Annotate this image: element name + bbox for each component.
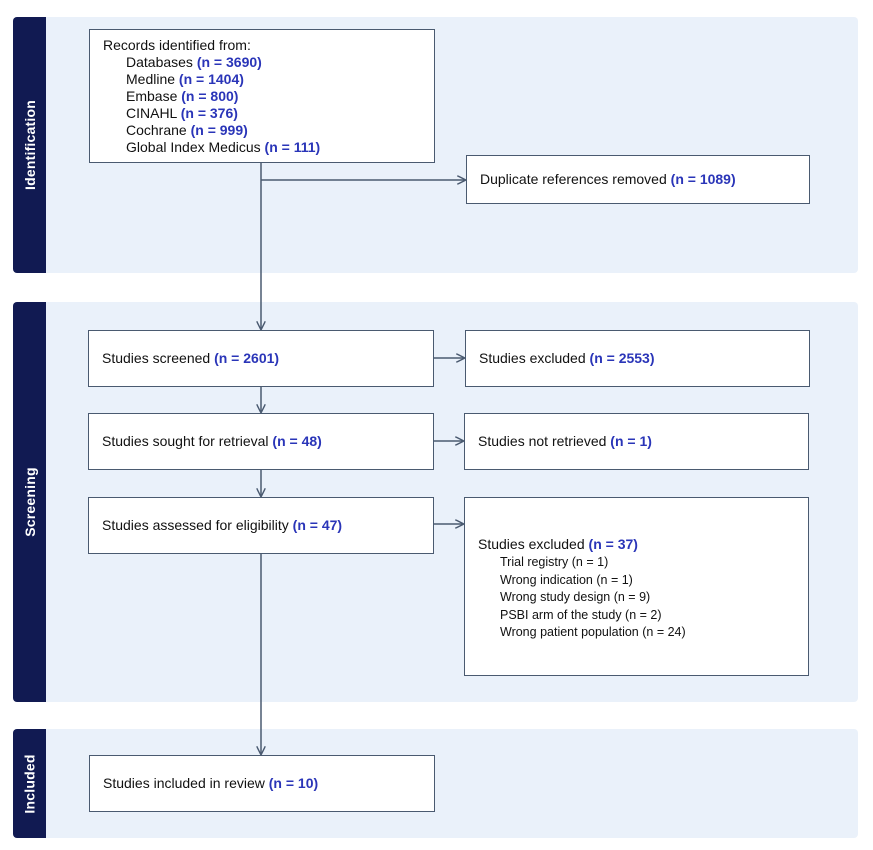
screen-excluded-count: (n = 2553) bbox=[589, 350, 655, 366]
record-source-label: Cochrane bbox=[126, 122, 187, 138]
assessed-label: Studies assessed for eligibility bbox=[102, 517, 289, 533]
record-source-item: Medline (n = 1404) bbox=[126, 71, 434, 88]
record-source-label: Embase bbox=[126, 88, 178, 104]
records-identified-box: Records identified from: Databases (n = … bbox=[89, 29, 435, 163]
record-source-label: Databases bbox=[126, 54, 193, 70]
eligibility-excluded-label: Studies excluded bbox=[478, 536, 585, 552]
record-source-item: Cochrane (n = 999) bbox=[126, 122, 434, 139]
record-source-label: Global Index Medicus bbox=[126, 139, 261, 155]
record-source-item: Databases (n = 3690) bbox=[126, 54, 434, 71]
record-source-label: CINAHL bbox=[126, 105, 177, 121]
record-source-count: (n = 376) bbox=[180, 105, 238, 121]
screening-phase-label: Screening bbox=[13, 302, 46, 702]
duplicates-label: Duplicate references removed bbox=[480, 171, 667, 187]
screened-count: (n = 2601) bbox=[214, 350, 280, 366]
identification-phase-label: Identification bbox=[13, 17, 46, 273]
screened-box: Studies screened (n = 2601) bbox=[88, 330, 434, 387]
included-phase-label: Included bbox=[13, 729, 46, 838]
exclusion-reason-item: Wrong patient population (n = 24) bbox=[500, 625, 686, 639]
assessed-count: (n = 47) bbox=[292, 517, 343, 533]
duplicates-count: (n = 1089) bbox=[670, 171, 736, 187]
record-source-count: (n = 111) bbox=[264, 139, 321, 155]
included-box: Studies included in review (n = 10) bbox=[89, 755, 435, 812]
not-retrieved-box: Studies not retrieved (n = 1) bbox=[464, 413, 809, 470]
record-source-label: Medline bbox=[126, 71, 176, 87]
record-source-item: Embase (n = 800) bbox=[126, 88, 434, 105]
included-count: (n = 10) bbox=[268, 775, 319, 791]
record-source-count: (n = 800) bbox=[181, 88, 239, 104]
not-retrieved-label: Studies not retrieved bbox=[478, 433, 607, 449]
exclusion-reason-item: Wrong indication (n = 1) bbox=[500, 572, 633, 587]
sought-count: (n = 48) bbox=[272, 433, 322, 449]
records-source-list: Databases (n = 3690)Medline (n = 1404)Em… bbox=[103, 54, 434, 156]
not-retrieved-count: (n = 1) bbox=[610, 433, 652, 449]
screen-excluded-box: Studies excluded (n = 2553) bbox=[465, 330, 810, 387]
sought-label: Studies sought for retrieval bbox=[102, 433, 269, 449]
record-source-item: CINAHL (n = 376) bbox=[126, 105, 434, 122]
assessed-box: Studies assessed for eligibility (n = 47… bbox=[88, 497, 434, 554]
eligibility-excluded-count: (n = 37) bbox=[588, 536, 638, 552]
record-source-count: (n = 1404) bbox=[178, 71, 244, 87]
screen-excluded-label: Studies excluded bbox=[479, 350, 586, 366]
exclusion-reason-list: Trial registry (n = 1) Wrong indication (… bbox=[478, 554, 808, 642]
screened-label: Studies screened bbox=[102, 350, 211, 366]
exclusion-reason-item: Wrong study design (n = 9) bbox=[500, 590, 651, 604]
record-source-count: (n = 999) bbox=[190, 122, 248, 138]
eligibility-excluded-box: Studies excluded (n = 37) Trial registry… bbox=[464, 497, 809, 676]
record-source-item: Global Index Medicus (n = 111) bbox=[126, 139, 434, 156]
included-label: Studies included in review bbox=[103, 775, 265, 791]
record-source-count: (n = 3690) bbox=[196, 54, 262, 70]
exclusion-reason-item: PSBI arm of the study (n = 2) bbox=[500, 607, 662, 622]
exclusion-reason-item: Trial registry (n = 1) bbox=[500, 555, 609, 569]
sought-box: Studies sought for retrieval (n = 48) bbox=[88, 413, 434, 470]
duplicates-box: Duplicate references removed (n = 1089) bbox=[466, 155, 810, 204]
records-heading: Records identified from: bbox=[103, 37, 251, 53]
